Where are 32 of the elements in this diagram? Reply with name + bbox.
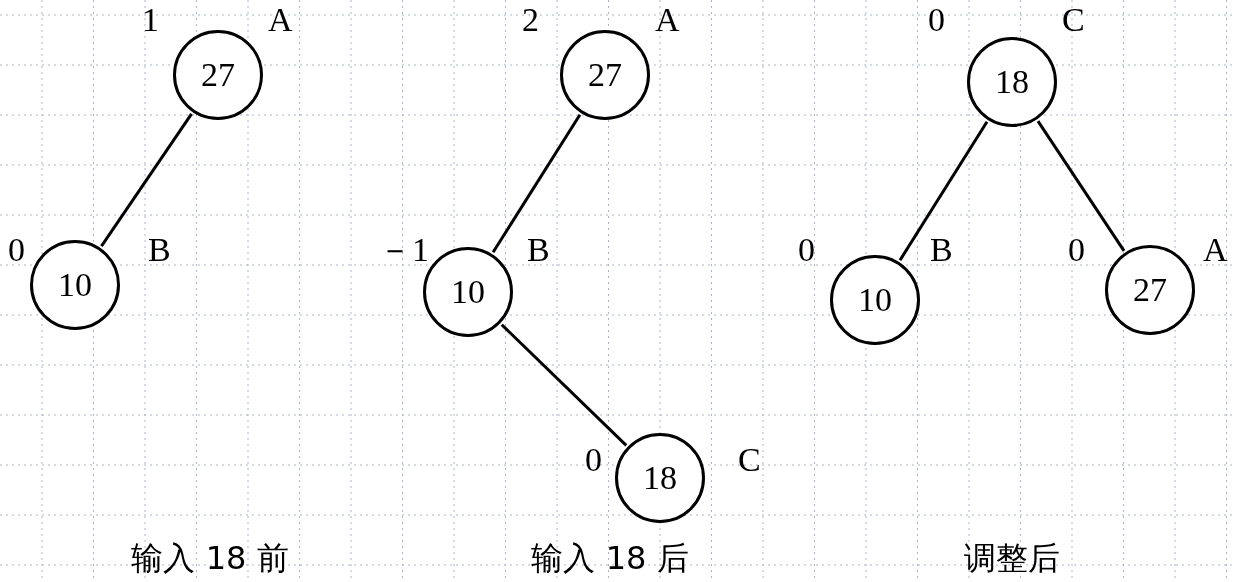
node-value: 27 <box>200 55 236 95</box>
node-letter: C <box>738 440 761 480</box>
node-letter: A <box>655 0 680 40</box>
balance-factor: 0 <box>585 440 602 480</box>
node-letter: C <box>1062 0 1085 40</box>
tree-caption: 输入 18 后 <box>531 538 689 578</box>
balance-factor: 0 <box>798 230 815 270</box>
node-value: 10 <box>857 280 893 320</box>
balance-factor: 0 <box>928 0 945 40</box>
connector-line <box>1036 120 1126 252</box>
node-letter: A <box>1203 230 1228 270</box>
node-letter: A <box>268 0 293 40</box>
connector-line <box>500 323 628 447</box>
tree-caption: 调整后 <box>964 538 1060 578</box>
node-value: 10 <box>57 265 93 305</box>
node-value: 18 <box>994 62 1030 102</box>
node-value: 18 <box>642 458 678 498</box>
balance-factor: 0 <box>8 230 25 270</box>
balance-factor: －1 <box>378 230 429 270</box>
connector-line <box>100 113 193 247</box>
node-value: 10 <box>450 272 486 312</box>
node-letter: B <box>930 230 953 270</box>
connector-line <box>898 121 989 261</box>
tree-caption: 输入 18 前 <box>131 538 289 578</box>
node-value: 27 <box>1132 270 1168 310</box>
balance-factor: 1 <box>142 0 159 40</box>
node-value: 27 <box>587 55 623 95</box>
node-letter: B <box>148 230 171 270</box>
balance-factor: 0 <box>1068 230 1085 270</box>
connector-line <box>491 113 582 254</box>
node-letter: B <box>527 230 550 270</box>
balance-factor: 2 <box>522 0 539 40</box>
